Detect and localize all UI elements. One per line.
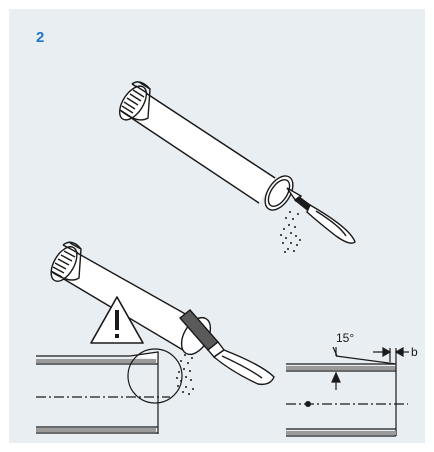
angle-label: 15° bbox=[336, 331, 354, 345]
chamfer-b-label: b bbox=[411, 345, 418, 359]
upper-pipe bbox=[118, 81, 294, 211]
shavings-upper bbox=[280, 211, 301, 253]
upper-pipe-thread bbox=[118, 81, 151, 121]
lower-pipe-thread bbox=[50, 241, 82, 282]
warning-triangle-icon bbox=[90, 296, 144, 344]
deburring-tool-icon bbox=[286, 187, 356, 244]
chisel-icon bbox=[178, 309, 275, 386]
pipe-section-detail bbox=[286, 346, 409, 437]
pipe-section-left bbox=[36, 351, 170, 434]
shavings-lower bbox=[176, 354, 194, 395]
step-number: 2 bbox=[36, 29, 45, 46]
magnifier-circle bbox=[127, 348, 183, 404]
